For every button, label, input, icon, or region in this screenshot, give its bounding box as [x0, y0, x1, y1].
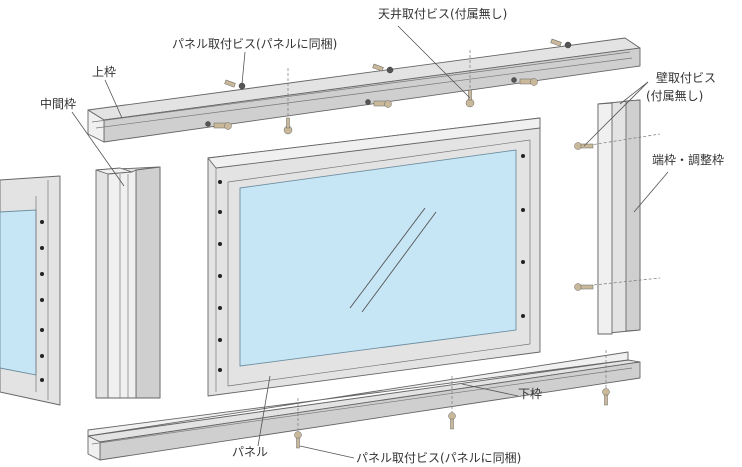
screw [294, 431, 302, 449]
screw [465, 89, 475, 108]
wall-screws [574, 133, 661, 291]
glass-reflection-line [349, 207, 426, 309]
wall-screw-label-line1: 壁取付ビス [656, 70, 716, 85]
screw [224, 79, 246, 90]
panel-screw-top-label: パネル取付ビス(パネルに同梱) [172, 37, 337, 51]
bottom-panel-screws [294, 350, 610, 449]
bottom-frame-rail [87, 351, 641, 461]
end-frame-label: 端枠・調整枠 [652, 152, 724, 167]
screw [372, 63, 394, 74]
screw [365, 99, 392, 108]
ceiling-screws [283, 50, 475, 135]
screw [550, 38, 572, 49]
screw [283, 117, 293, 135]
middle-frame-post [95, 166, 161, 399]
middle-frame-label: 中間枠 [40, 96, 76, 111]
screw [205, 121, 232, 130]
top-frame-label: 上枠 [92, 65, 116, 79]
screw [511, 77, 538, 86]
left-partial-panel [0, 175, 61, 406]
leader-lines [71, 25, 669, 459]
screw [448, 412, 456, 430]
panel-label: パネル [232, 445, 268, 459]
center-panel [207, 117, 541, 397]
wall-screw-label-line2: (付属無し) [646, 88, 703, 103]
glass-reflection-line [361, 211, 437, 313]
screw [574, 283, 594, 291]
bottom-frame-label: 下枠 [518, 387, 542, 401]
ceiling-screw-label: 天井取付ビス(付属無し) [378, 6, 507, 21]
end-frame-post [597, 99, 641, 335]
top-panel-screws [205, 38, 572, 130]
screw [602, 388, 610, 406]
top-frame-rail [87, 37, 641, 143]
screw [574, 142, 594, 150]
panel-screw-bottom-label: パネル取付ビス(パネルに同梱) [356, 451, 521, 465]
